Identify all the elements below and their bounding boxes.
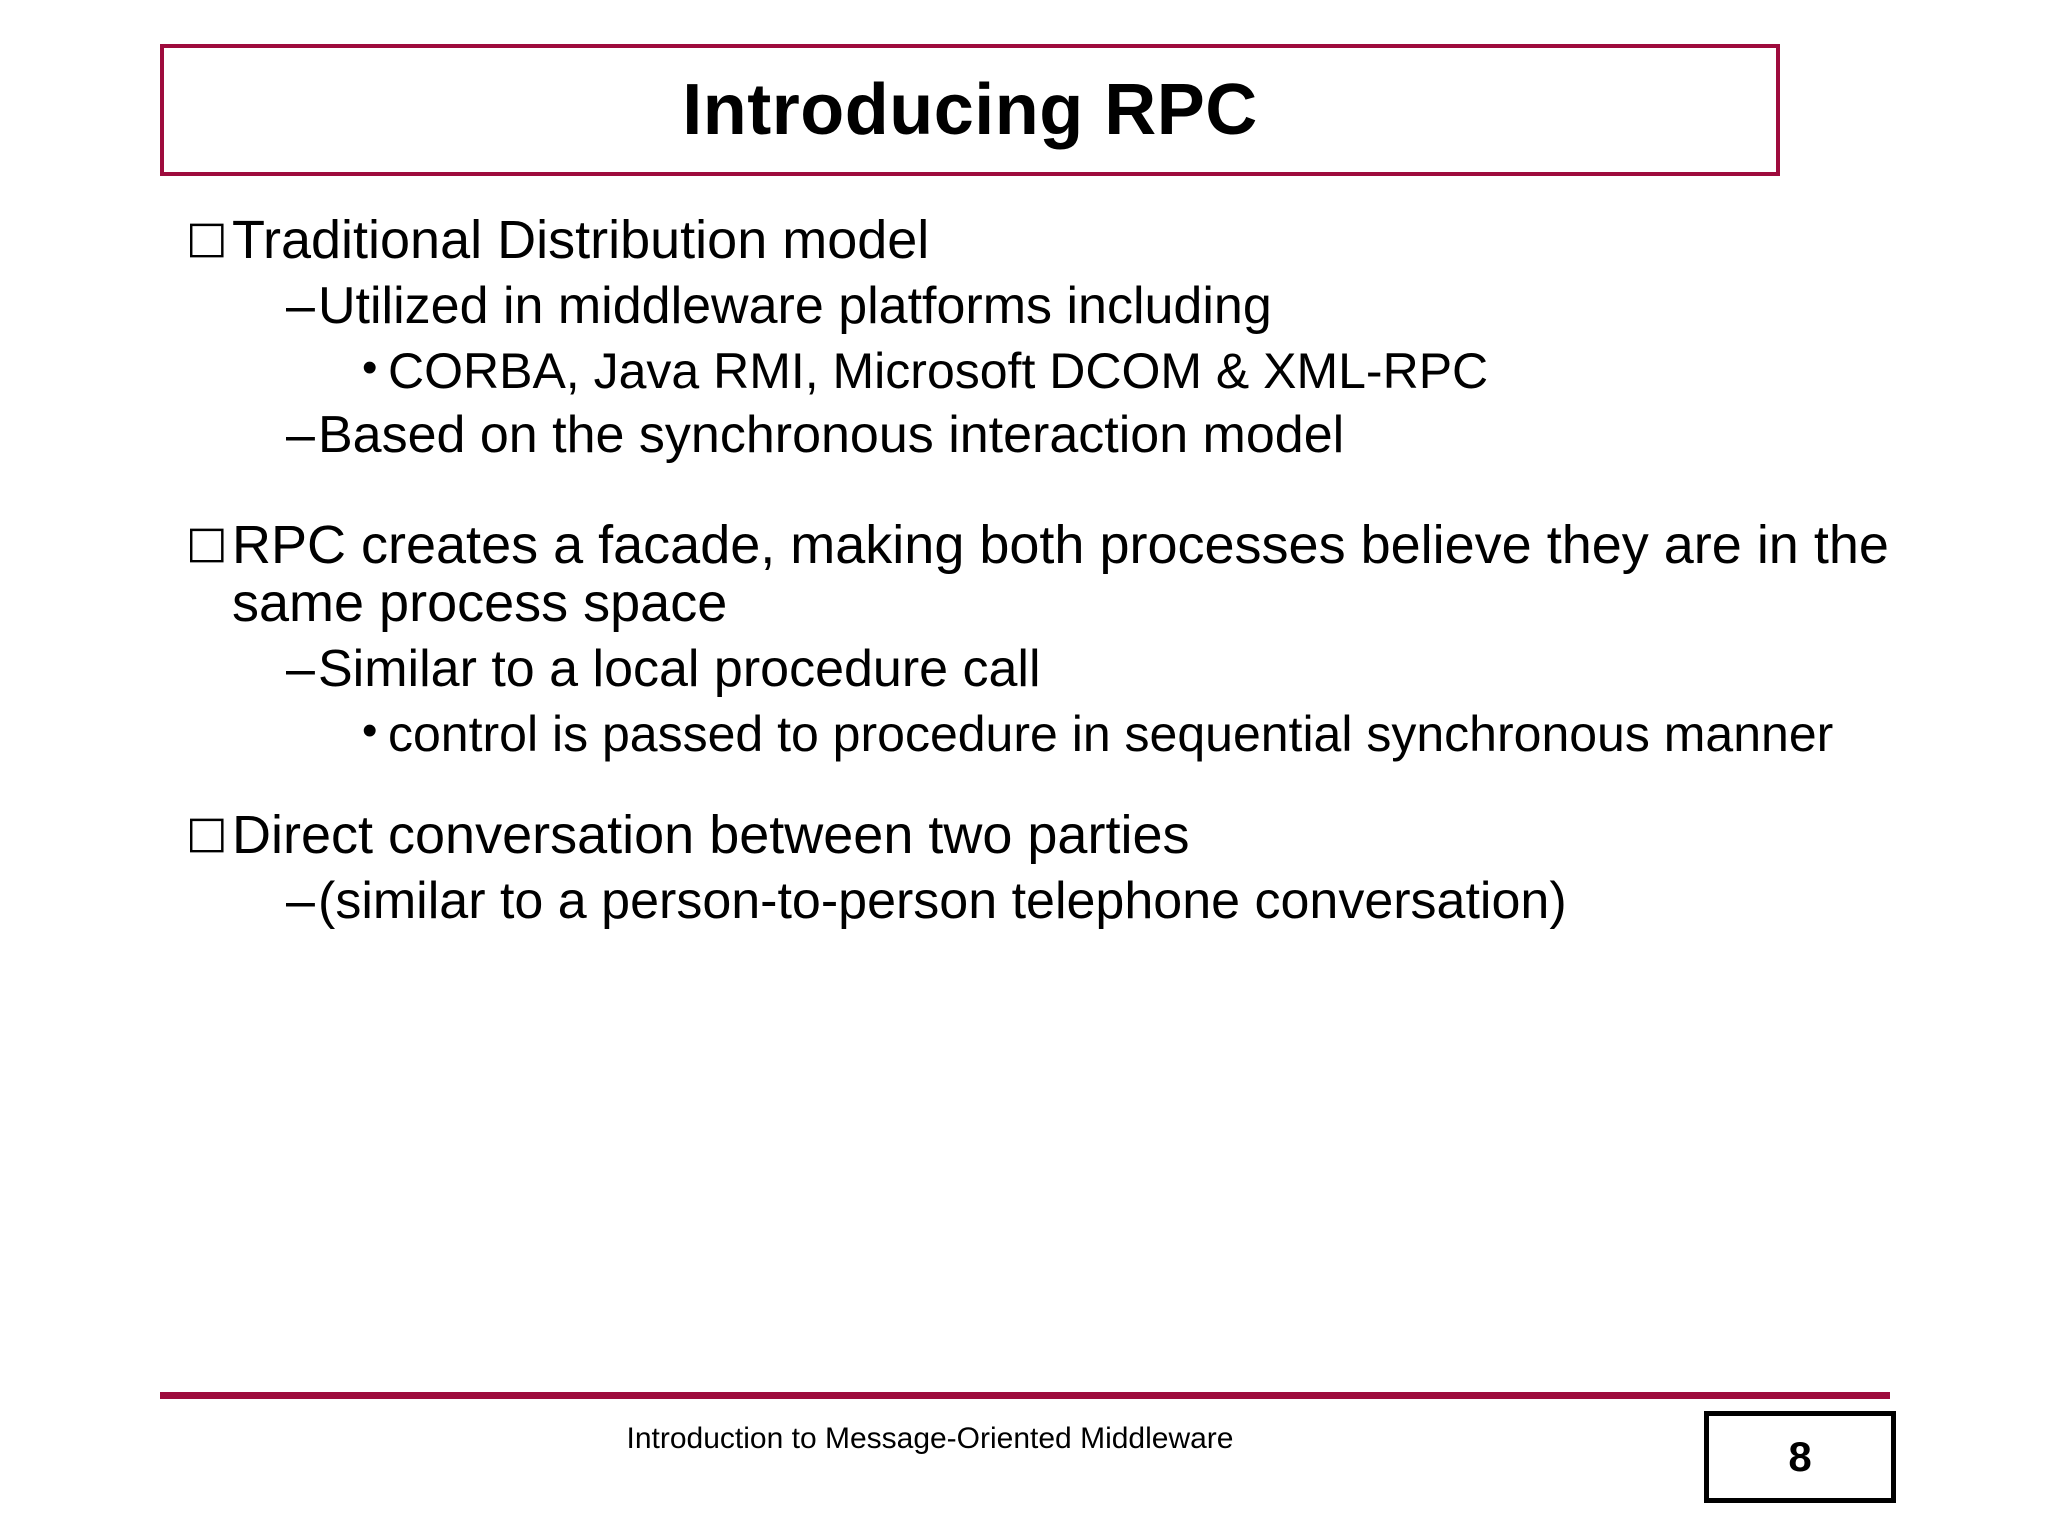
- bullet-level1-direct-conversation-between-two-parties: □ Direct conversation between two partie…: [186, 805, 1948, 866]
- dash-bullet-icon: –: [286, 872, 315, 931]
- bullet-text: Based on the synchronous interaction mod…: [318, 406, 1345, 465]
- dash-bullet-icon: –: [286, 639, 315, 698]
- footer-divider: [160, 1392, 1890, 1399]
- bullet-level1-rpc-creates-a-facade: □ RPC creates a facade, making both proc…: [186, 515, 1948, 633]
- bullet-text: Direct conversation between two parties: [232, 805, 1190, 866]
- page-title: Introducing RPC: [682, 70, 1258, 150]
- dash-bullet-icon: –: [286, 277, 315, 336]
- bullet-level2-utilized-in-middleware-platforms: – Utilized in middleware platforms inclu…: [286, 279, 1928, 334]
- bullet-level1-traditional-distribution-model: □ Traditional Distribution model: [186, 210, 1948, 270]
- square-bullet-icon: □: [186, 807, 228, 859]
- square-bullet-icon: □: [186, 517, 228, 569]
- bullet-text: control is passed to procedure in sequen…: [388, 706, 1834, 763]
- square-bullet-icon: □: [186, 212, 228, 263]
- spacer: [0, 463, 2048, 517]
- slide-body: □ Traditional Distribution model – Utili…: [0, 210, 2048, 1372]
- dash-bullet-icon: –: [286, 406, 315, 465]
- page-number: 8: [1788, 1433, 1812, 1480]
- bullet-text: Utilized in middleware platforms includi…: [318, 277, 1272, 336]
- bullet-level3-corba-java-rmi-dcom-xmlrpc: • CORBA, Java RMI, Microsoft DCOM & XML-…: [362, 343, 1928, 400]
- bullet-level3-control-is-passed-to-procedure: • control is passed to procedure in sequ…: [362, 706, 1928, 763]
- bullet-text: Traditional Distribution model: [232, 210, 930, 270]
- spacer: [0, 761, 2048, 807]
- bullet-text: (similar to a person-to-person telephone…: [318, 872, 1567, 931]
- bullet-text: CORBA, Java RMI, Microsoft DCOM & XML-RP…: [388, 343, 1489, 400]
- bullet-text: RPC creates a facade, making both proces…: [232, 515, 1889, 633]
- bullet-level2-similar-to-a-person-to-person-telephone-conversation: – (similar to a person-to-person telepho…: [286, 874, 1928, 929]
- page-number-box: 8: [1704, 1411, 1896, 1503]
- bullet-level2-similar-to-a-local-procedure-call: – Similar to a local procedure call: [286, 639, 1928, 698]
- dot-bullet-icon: •: [362, 343, 378, 393]
- slide-title-box: Introducing RPC: [160, 44, 1780, 176]
- bullet-level2-based-on-synchronous-interaction-model: – Based on the synchronous interaction m…: [286, 408, 1928, 463]
- dot-bullet-icon: •: [362, 706, 378, 756]
- bullet-text: Similar to a local procedure call: [318, 639, 1041, 698]
- footer-label: Introduction to Message-Oriented Middlew…: [626, 1422, 1234, 1455]
